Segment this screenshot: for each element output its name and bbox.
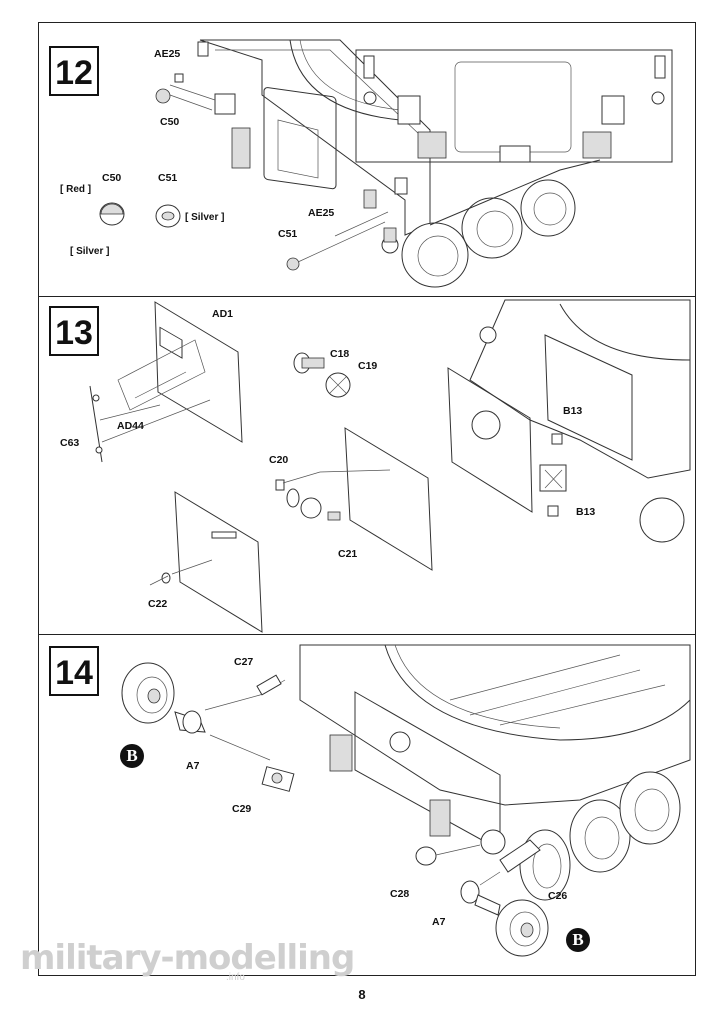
subassembly-b-marker: B — [566, 928, 590, 952]
part-callout: C50 — [102, 172, 122, 184]
step-separator — [38, 296, 696, 297]
part-callout: C19 — [358, 360, 378, 372]
step14-hull-drawing — [299, 644, 691, 901]
part-callout: C29 — [232, 803, 252, 815]
paint-note: [ Red ] — [60, 184, 92, 195]
part-callout: AE25 — [308, 207, 335, 219]
part-callout: C51 — [278, 228, 298, 240]
step12-rear-plate-drawing — [355, 49, 673, 163]
part-callout: C22 — [148, 598, 168, 610]
part-callout: C63 — [60, 437, 80, 449]
step12-hull-side-drawing — [197, 39, 601, 288]
paint-note: [ Silver ] — [70, 246, 110, 257]
part-callout: C21 — [338, 548, 358, 560]
page-frame — [38, 22, 696, 976]
part-callout: C20 — [269, 454, 289, 466]
step-number-box: 14 — [49, 646, 99, 696]
page-number: 8 — [358, 987, 366, 1002]
part-callout: A7 — [186, 760, 200, 772]
part-callout: AE25 — [154, 48, 181, 60]
part-callout: AD44 — [117, 420, 144, 432]
paint-note: [ Silver ] — [185, 212, 225, 223]
step13-plate-c22-drawing — [149, 491, 263, 633]
step14-wheel-front-drawing — [121, 662, 295, 792]
step12-c50-c51-parts — [99, 73, 389, 271]
part-callout: A7 — [432, 916, 446, 928]
step14-wheel-rear-drawing — [415, 839, 549, 957]
part-callout: C26 — [548, 890, 568, 902]
part-callout: AD1 — [212, 308, 234, 320]
step13-plate-ad1-drawing — [89, 301, 243, 463]
part-callout: C27 — [234, 656, 254, 668]
part-callout: C51 — [158, 172, 178, 184]
step13-hull-drawing — [447, 299, 691, 543]
step-separator — [38, 634, 696, 635]
step-number-box: 12 — [49, 46, 99, 96]
watermark-logo: military-modelling — [20, 938, 355, 978]
part-callout: B13 — [563, 405, 583, 417]
step13-c18-c19-parts — [293, 352, 351, 398]
subassembly-b-marker: B — [120, 744, 144, 768]
part-callout: C28 — [390, 888, 410, 900]
watermark-sub: .info — [226, 972, 245, 983]
step13-plate-c21-drawing — [275, 427, 433, 571]
part-callout: C50 — [160, 116, 180, 128]
step-number-box: 13 — [49, 306, 99, 356]
part-callout: B13 — [576, 506, 596, 518]
part-callout: C18 — [330, 348, 350, 360]
